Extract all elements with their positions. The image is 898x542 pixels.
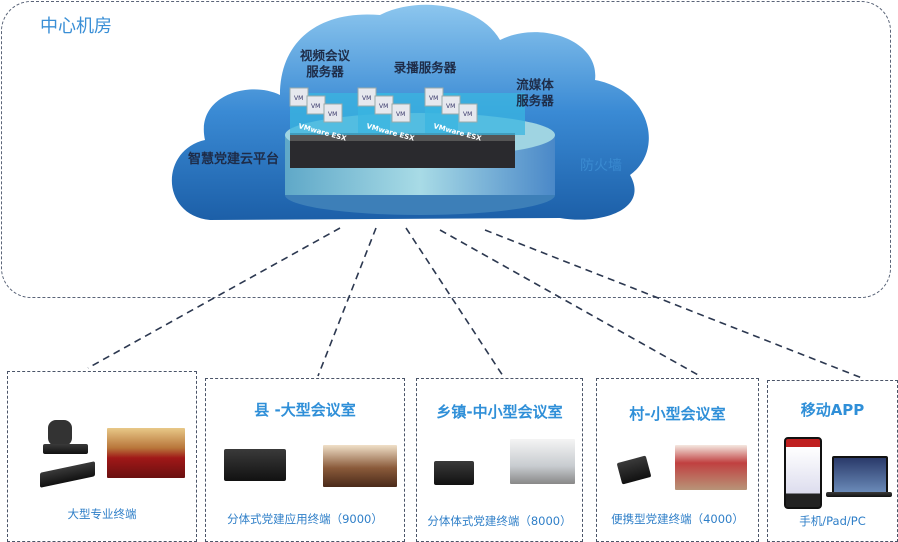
server-label-recording: 录播服务器 (393, 60, 457, 75)
meeting-room-photo (510, 439, 575, 484)
terminal-box-village: 村-小型会议室 便携型党建终端（4000） (596, 378, 759, 542)
terminal-box-town: 乡镇-中小型会议室 分体体式党建终端（8000） (416, 378, 583, 542)
vm-label: VM (396, 111, 405, 118)
split-terminal-icon (434, 461, 474, 485)
vm-label: VM (463, 111, 472, 118)
vm-label: VM (294, 95, 303, 102)
terminal-caption: 大型专业终端 (67, 507, 137, 521)
meeting-room-photo (323, 445, 397, 487)
terminal-caption: 手机/Pad/PC (799, 514, 866, 528)
terminal-title: 村-小型会议室 (629, 405, 726, 423)
vm-label: VM (446, 103, 455, 110)
terminal-title: 乡镇-中小型会议室 (436, 403, 563, 421)
link-line (405, 227, 504, 377)
terminal-caption: 便携型党建终端（4000） (611, 512, 744, 526)
vm-label: VM (429, 95, 438, 102)
terminal-box-county: 县 -大型会议室 分体式党建应用终端（9000） (205, 378, 405, 542)
vm-label: VM (311, 103, 320, 110)
server-label-video: 视频会议 服务器 (299, 48, 350, 79)
terminal-caption: 分体体式党建终端（8000） (427, 514, 572, 528)
ptz-camera-icon (48, 420, 72, 446)
link-line (87, 227, 341, 369)
central-room-boundary (1, 1, 891, 298)
portable-terminal-icon (616, 455, 652, 485)
server-label-streaming: 流媒体 服务器 (516, 77, 554, 108)
vm-cube-icon (391, 103, 411, 123)
vm-label: VM (328, 111, 337, 118)
terminal-caption: 分体式党建应用终端（9000） (227, 512, 383, 526)
split-terminal-icon (224, 449, 286, 481)
rack-terminal-icon (40, 461, 95, 488)
firewall-label: 防火墙 (580, 158, 622, 174)
laptop-base (826, 492, 892, 497)
vm-cube-icon (458, 103, 478, 123)
vm-label: VM (362, 95, 371, 102)
platform-label: 智慧党建云平台 (188, 152, 280, 167)
terminal-title: 移动APP (800, 401, 865, 419)
terminal-box-mobile: 移动APP 手机/Pad/PC (767, 380, 898, 542)
auditorium-photo (107, 428, 185, 478)
meeting-room-photo (675, 445, 747, 490)
vm-label: VM (379, 103, 388, 110)
phone-icon (784, 437, 822, 509)
terminal-box-large: 大型专业终端 (7, 371, 197, 542)
laptop-icon (832, 456, 888, 494)
link-line (317, 227, 377, 377)
central-room-title: 中心机房 (40, 16, 112, 37)
terminal-title: 县 -大型会议室 (254, 401, 356, 419)
vm-cube-icon (323, 103, 343, 123)
link-line (439, 229, 701, 377)
codec-device-icon (43, 444, 88, 454)
link-line (484, 229, 863, 379)
